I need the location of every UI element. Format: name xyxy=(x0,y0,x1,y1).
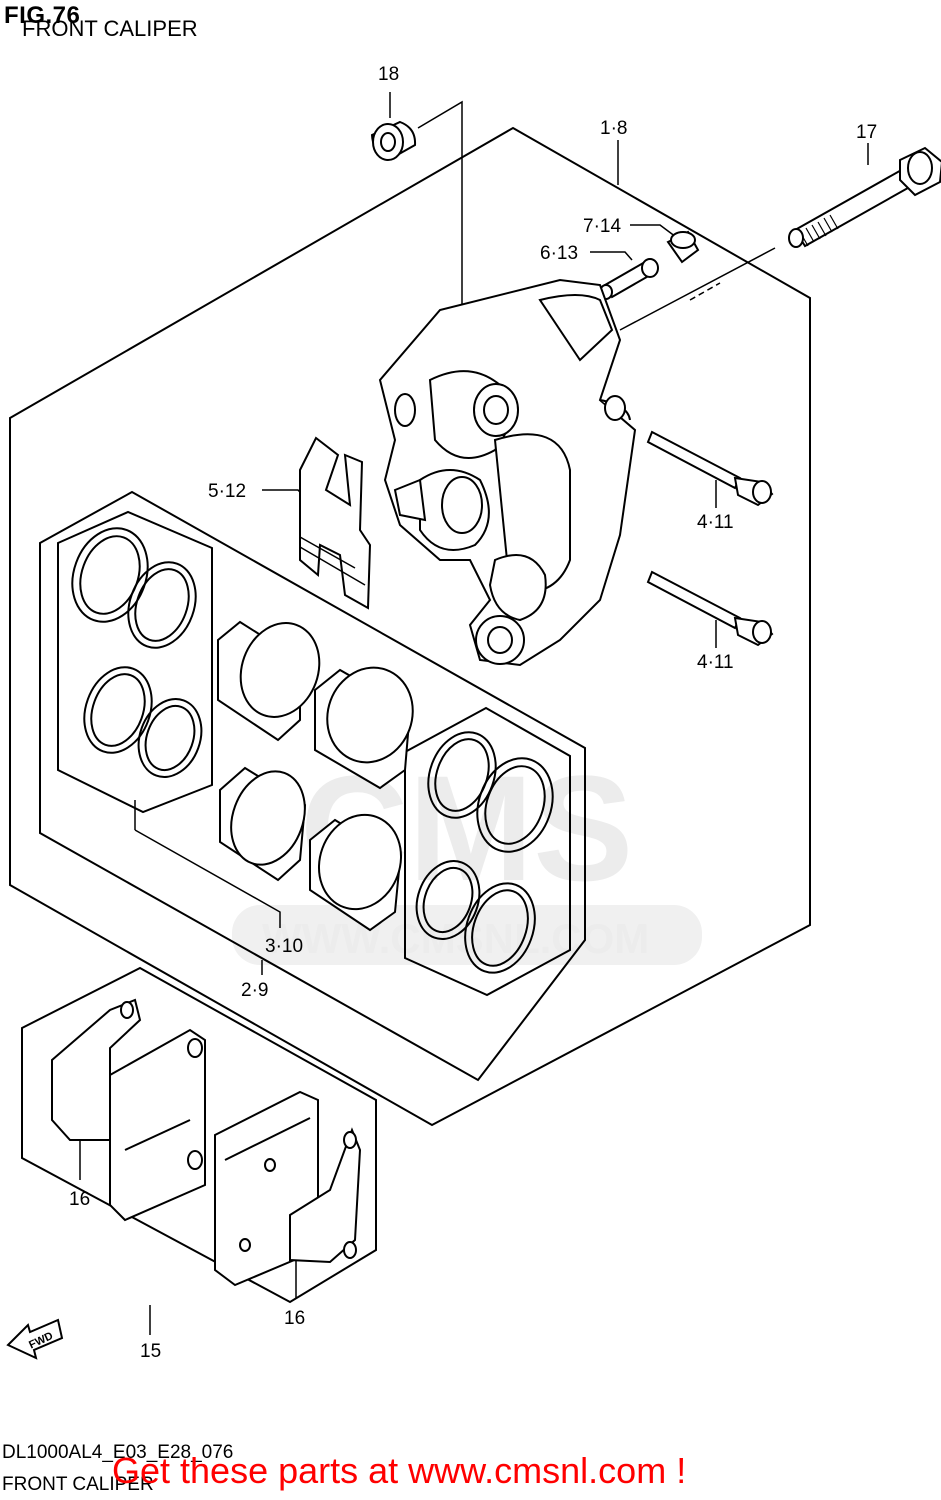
pad-box-outline xyxy=(21,966,377,1304)
watermark-text: WWW.CMSNL.COM xyxy=(262,915,649,962)
callout-4-11-lower: 4·11 xyxy=(697,652,734,673)
part-2-seals-left xyxy=(71,527,203,778)
callout-2-9: 2·9 xyxy=(241,980,268,1001)
fwd-arrow: FWD xyxy=(6,1318,64,1360)
callout-1-8: 1·8 xyxy=(600,118,627,139)
callout-16-left: 16 xyxy=(69,1189,90,1210)
seal-box-right xyxy=(404,706,571,997)
callout-6-13: 6·13 xyxy=(540,243,578,264)
callout-5-12: 5·12 xyxy=(208,481,246,502)
part-1-caliper-body xyxy=(378,278,637,667)
part-5-spring xyxy=(299,436,372,610)
part-15-pads xyxy=(51,998,362,1287)
figure-subtitle: FRONT CALIPER xyxy=(22,16,198,41)
assembly-outline xyxy=(9,126,811,1127)
footer-code: DL1000AL4_E03_E28_076 xyxy=(2,1442,234,1463)
part-3-seals-right xyxy=(415,731,554,974)
part-6-bleeder xyxy=(599,258,659,300)
callout-3-10: 3·10 xyxy=(265,936,303,957)
seal-kit-outline xyxy=(39,490,586,1082)
callout-18: 18 xyxy=(378,64,399,85)
watermark: CMS WWW.CMSNL.COM xyxy=(232,744,702,965)
part-18-collar xyxy=(370,120,417,161)
part-4-pin-upper xyxy=(646,430,774,507)
part-7-cap xyxy=(666,230,700,264)
part-17-bolt xyxy=(788,146,941,248)
seal-box-left xyxy=(57,510,213,814)
part-pistons xyxy=(217,620,414,932)
part-4-pin-lower xyxy=(646,570,774,647)
callout-17: 17 xyxy=(856,122,877,143)
callout-7-14: 7·14 xyxy=(583,216,621,237)
callout-16-right: 16 xyxy=(284,1308,305,1329)
footer-name: FRONT CALIPER xyxy=(2,1474,154,1495)
figure-title: FIG.76 xyxy=(4,2,81,29)
promo-link[interactable]: Get these parts at www.cmsnl.com ! xyxy=(112,1450,687,1491)
callout-15: 15 xyxy=(140,1341,161,1362)
callouts: 18 1·8 17 7·14 6·13 5·12 4·11 4·11 3·10 … xyxy=(69,64,877,1362)
callout-4-11-upper: 4·11 xyxy=(697,512,734,533)
